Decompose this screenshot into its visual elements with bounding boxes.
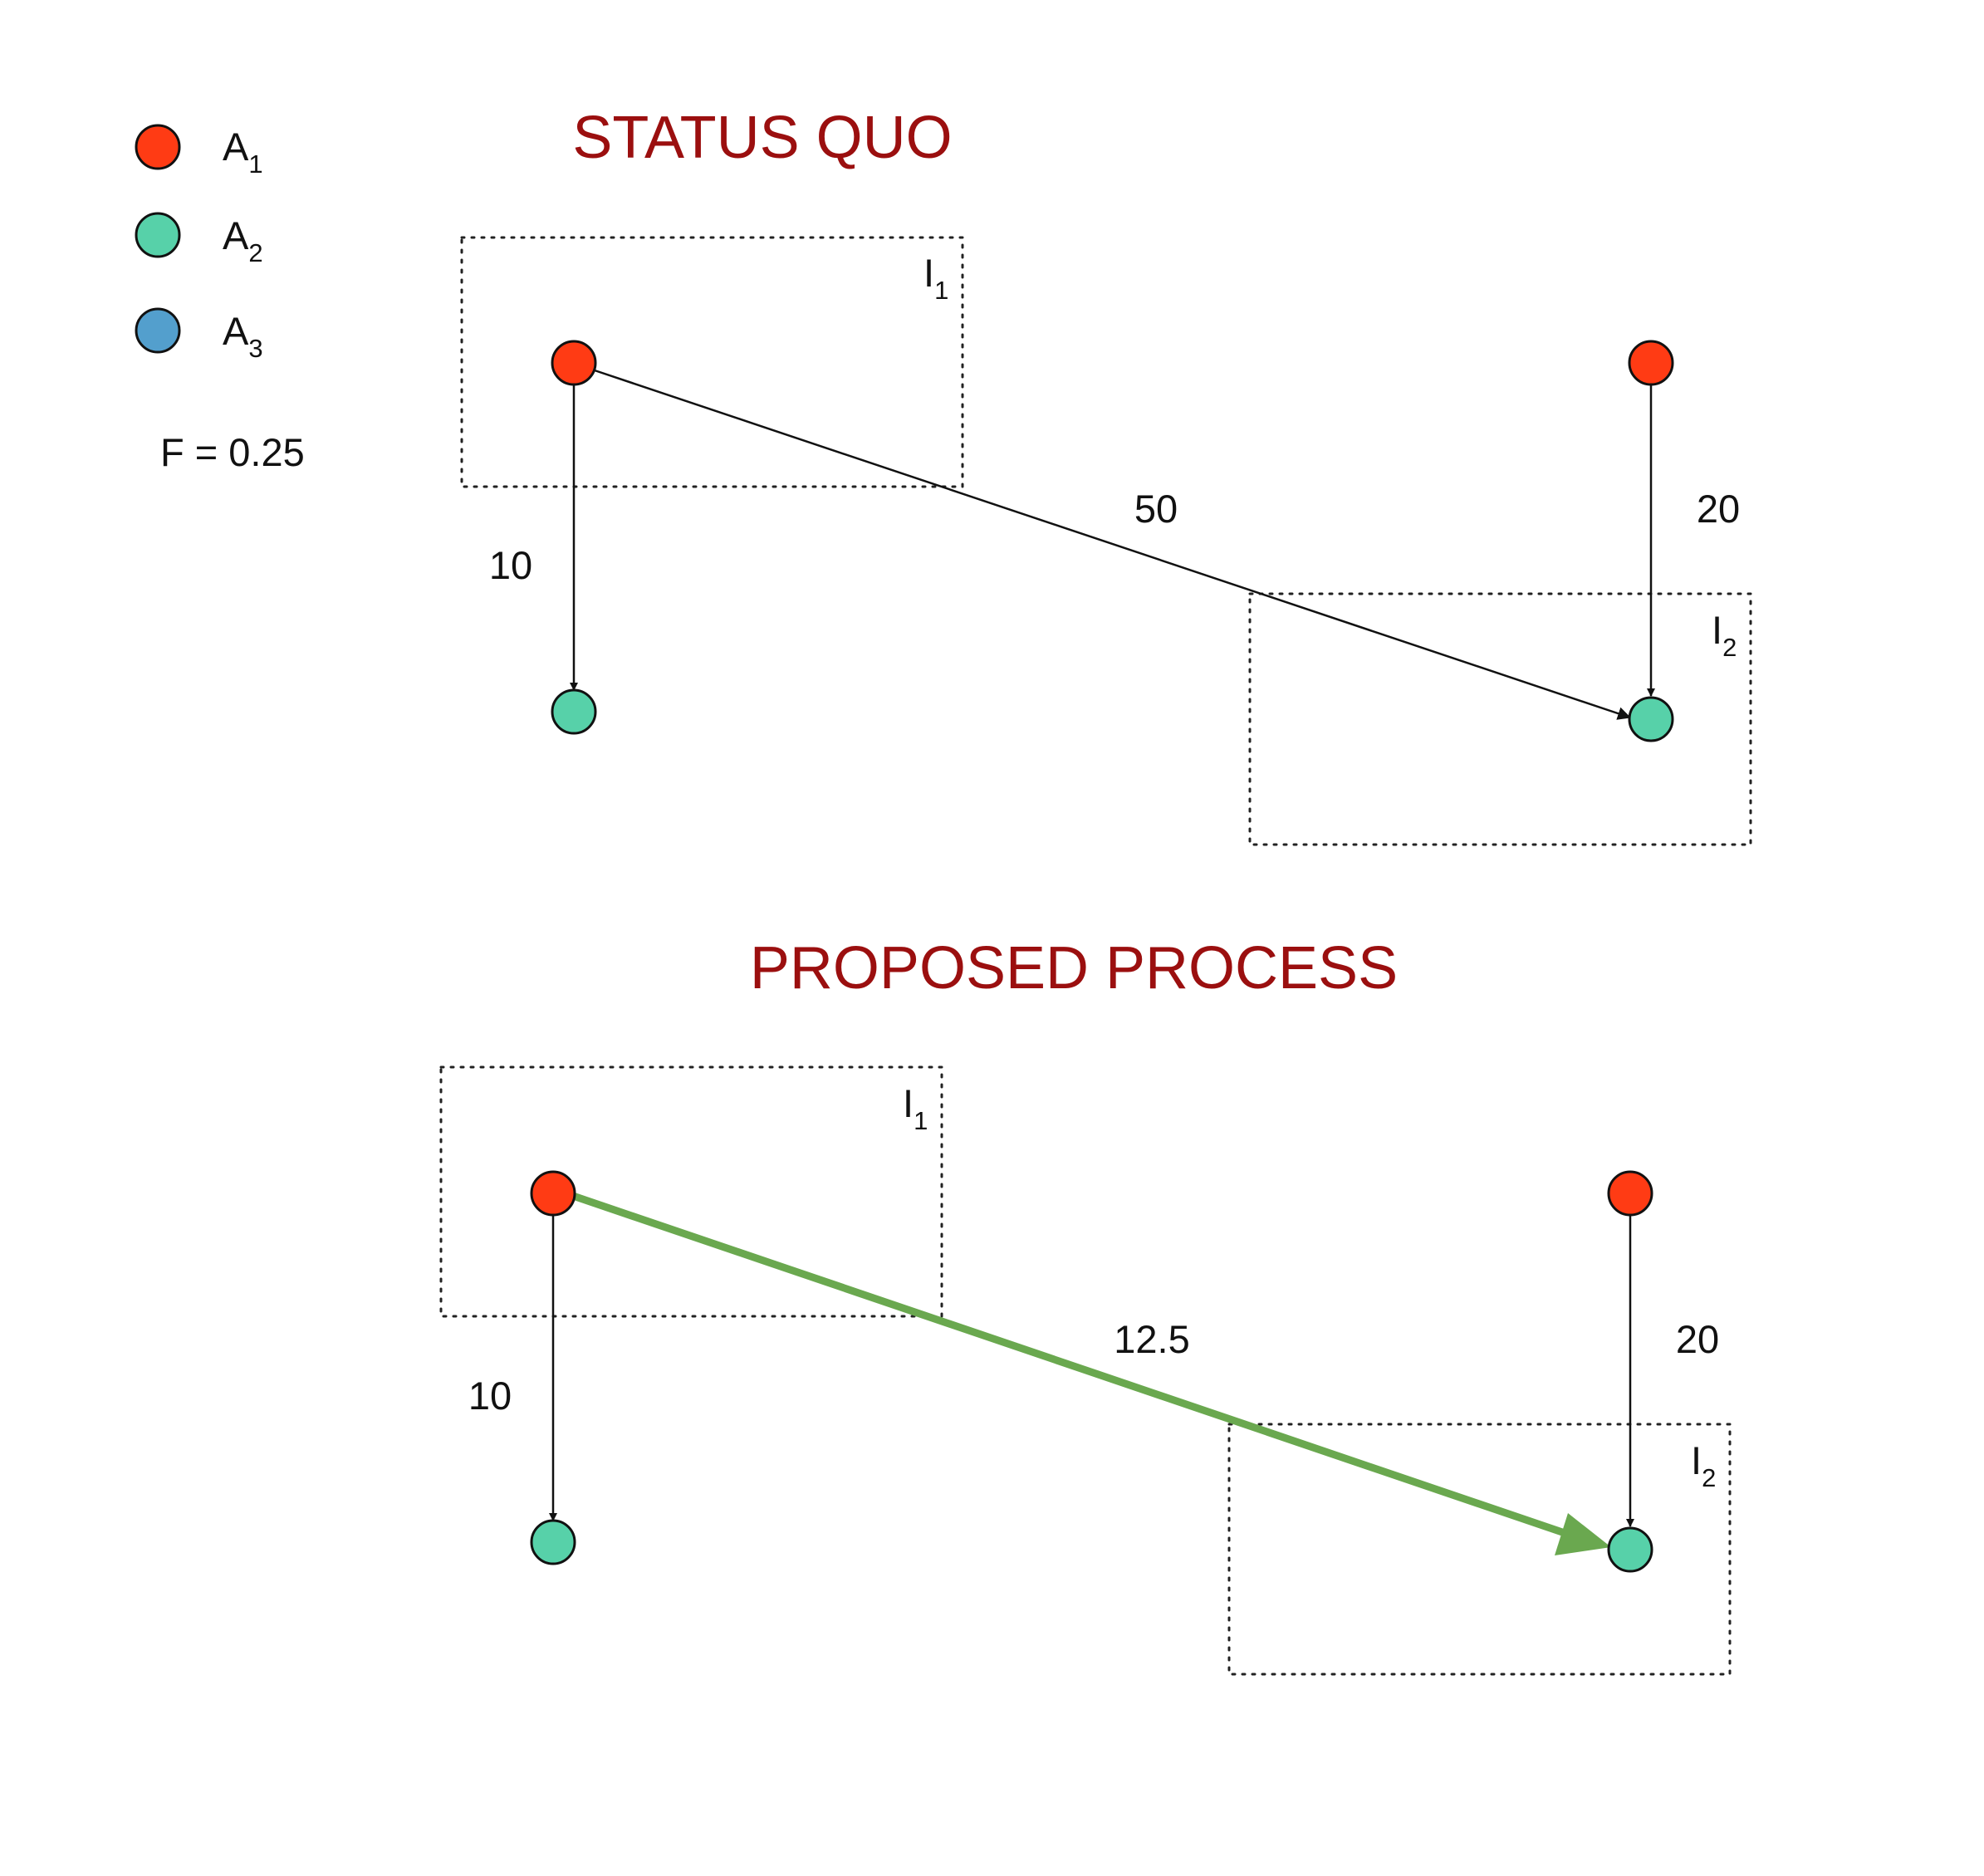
- status-quo-node-a1-right: [1628, 340, 1674, 386]
- status-quo-box-i1: [460, 236, 964, 488]
- proposed-edge-diagonal-value: 12.5: [1114, 1317, 1189, 1361]
- legend-sub-a3: 3: [248, 334, 262, 363]
- legend-label-a1: A: [223, 125, 249, 169]
- svg-text:I1: I1: [923, 251, 948, 305]
- proposed-box-i1-label: I: [903, 1081, 914, 1125]
- legend-swatch-a3: [135, 307, 181, 354]
- proposed-edge-diagonal: [571, 1192, 1571, 1539]
- proposed-node-a1-left: [530, 1170, 576, 1217]
- status-quo-box-i1-sub: 1: [934, 276, 948, 305]
- status-quo-node-a2-left: [551, 688, 597, 735]
- status-quo-edge-right-value: 20: [1697, 487, 1740, 531]
- proposed-edge-right-value: 20: [1676, 1317, 1719, 1361]
- proposed-node-a2-left: [530, 1519, 576, 1565]
- legend-sub-a1: 1: [248, 149, 262, 179]
- legend-label-a3: A: [223, 309, 249, 353]
- legend-swatch-a2: [135, 212, 181, 258]
- svg-text:I2: I2: [1712, 608, 1737, 662]
- svg-text:A2: A2: [223, 213, 263, 267]
- proposed-box-i1-sub: 1: [914, 1106, 928, 1135]
- legend-label-a2: A: [223, 213, 249, 257]
- proposed-edge-left-value: 10: [468, 1374, 512, 1418]
- status-quo-node-a1-left: [551, 340, 597, 386]
- svg-text:A1: A1: [223, 125, 263, 179]
- proposed-box-i2-sub: 2: [1702, 1463, 1716, 1492]
- status-quo-box-i2: [1248, 592, 1752, 846]
- status-quo-box-i2-sub: 2: [1722, 633, 1737, 662]
- legend: A1 A2 A3 F = 0.25: [135, 124, 305, 474]
- status-quo-box-i1-label: I: [923, 251, 934, 295]
- proposed-section: PROPOSED PROCESS I1 I2 10 12.5 20: [439, 935, 1732, 1676]
- status-quo-edge-diagonal-value: 50: [1134, 487, 1178, 531]
- legend-swatch-a1: [135, 124, 181, 170]
- proposed-title: PROPOSED PROCESS: [750, 935, 1398, 1002]
- svg-text:A3: A3: [223, 309, 263, 363]
- proposed-node-a2-right: [1607, 1526, 1653, 1573]
- svg-text:I2: I2: [1691, 1438, 1716, 1492]
- proposed-node-a1-right: [1607, 1170, 1653, 1217]
- proposed-edge-diagonal-arrowhead: [1555, 1513, 1611, 1555]
- svg-text:I1: I1: [903, 1081, 928, 1135]
- status-quo-edge-left-value: 10: [489, 543, 532, 587]
- legend-sub-a2: 2: [248, 238, 262, 267]
- proposed-box-i2: [1227, 1423, 1732, 1676]
- status-quo-node-a2-right: [1628, 696, 1674, 742]
- factor-label: F = 0.25: [160, 430, 305, 474]
- status-quo-title: STATUS QUO: [572, 105, 952, 171]
- legend-item-a1: A1: [135, 124, 263, 179]
- proposed-box-i2-label: I: [1691, 1438, 1702, 1482]
- legend-item-a3: A3: [135, 307, 263, 363]
- proposed-box-i1: [439, 1065, 943, 1318]
- legend-item-a2: A2: [135, 212, 263, 267]
- status-quo-section: STATUS QUO I1 I2 10 50 20: [460, 105, 1752, 846]
- status-quo-edge-diagonal: [594, 369, 1631, 720]
- status-quo-box-i2-label: I: [1712, 608, 1722, 652]
